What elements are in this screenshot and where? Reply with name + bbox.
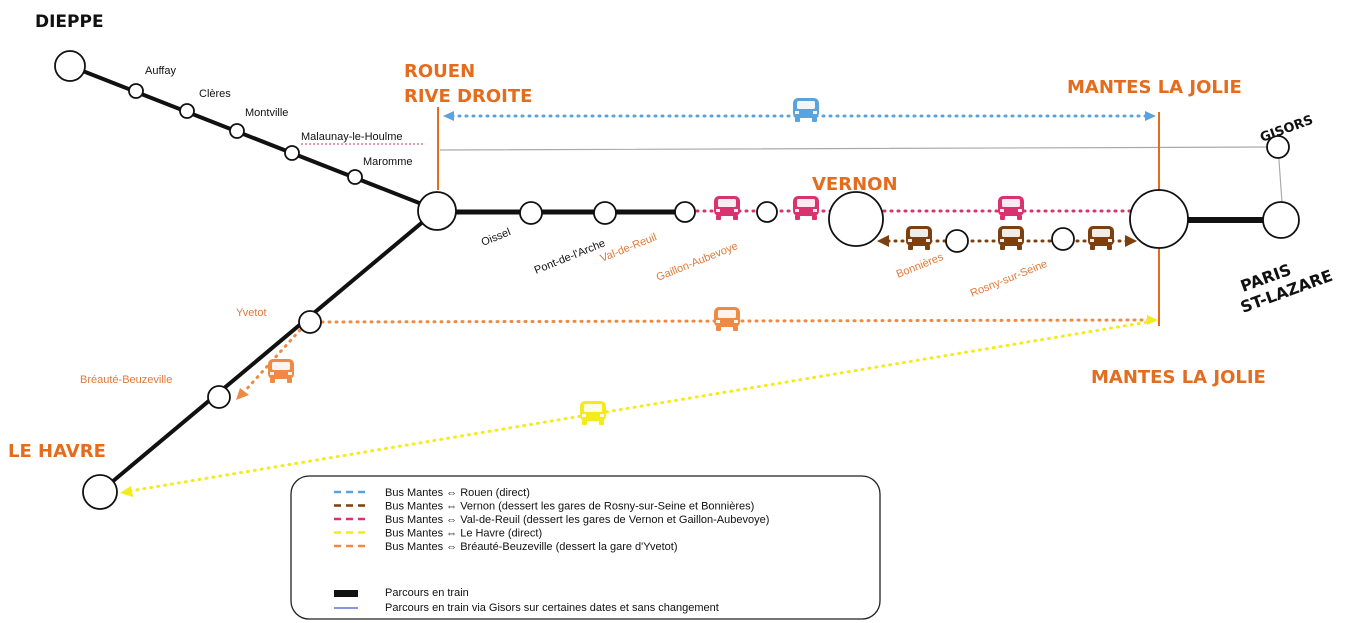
station-malaunay bbox=[284, 145, 300, 161]
label-vernon: VERNON bbox=[812, 174, 898, 195]
legend-item-label: Bus Mantes ⇔ Bréauté-Beuzeville (dessert… bbox=[385, 541, 678, 553]
bus-icon bbox=[268, 359, 294, 383]
legend-swatches bbox=[334, 490, 370, 548]
label-maromme: Maromme bbox=[363, 156, 413, 168]
station-maromme bbox=[347, 169, 363, 185]
station-mantes bbox=[1129, 189, 1189, 249]
station-val-de-reuil bbox=[674, 201, 696, 223]
label-gaillon: Gaillon-Aubevoye bbox=[655, 240, 740, 284]
legend-gisors-label: Parcours en train via Gisors sur certain… bbox=[385, 602, 719, 614]
station-rouen bbox=[417, 191, 457, 231]
label-rosny: Rosny-sur-Seine bbox=[969, 258, 1049, 300]
bus-routes bbox=[120, 111, 1158, 497]
station-rosny bbox=[1051, 227, 1075, 251]
station-labels: Auffay Clères Montville Malaunay-le-Houl… bbox=[80, 65, 1049, 386]
train-lines bbox=[68, 64, 1283, 494]
bus-icon bbox=[906, 226, 932, 250]
station-gaillon bbox=[756, 201, 778, 223]
station-montville bbox=[229, 123, 245, 139]
label-rouen-2: RIVE DROITE bbox=[404, 86, 532, 107]
station-gisors bbox=[1266, 135, 1290, 159]
rail-rouen-lehavre bbox=[98, 208, 439, 494]
label-bonnieres: Bonnières bbox=[895, 251, 946, 281]
legend-item-label: Bus Mantes ⇔ Val-de-Reuil (dessert les g… bbox=[385, 514, 769, 526]
station-breaute bbox=[207, 385, 231, 409]
label-montville: Montville bbox=[245, 107, 288, 119]
label-malaunay: Malaunay-le-Houlme bbox=[301, 131, 403, 143]
label-auffay: Auffay bbox=[145, 65, 176, 77]
legend: Bus Mantes ⇔ Rouen (direct) Bus Mantes ⇔ … bbox=[290, 475, 881, 620]
label-le-havre: LE HAVRE bbox=[8, 441, 106, 462]
station-dieppe bbox=[54, 50, 86, 82]
station-pont-de-larche bbox=[593, 201, 617, 225]
bus-icon bbox=[714, 307, 740, 331]
label-breaute: Bréauté-Beuzeville bbox=[80, 374, 172, 386]
label-oissel: Oissel bbox=[480, 226, 513, 249]
bus-icon bbox=[1088, 226, 1114, 250]
station-oissel bbox=[519, 201, 543, 225]
legend-labels: Bus Mantes ⇔ Rouen (direct) Bus Mantes ⇔ … bbox=[385, 487, 769, 553]
label-dieppe: DIEPPE bbox=[35, 12, 104, 32]
station-auffay bbox=[128, 83, 144, 99]
label-yvetot: Yvetot bbox=[236, 307, 267, 319]
legend-train-label: Parcours en train bbox=[385, 587, 469, 599]
bus-icon bbox=[580, 401, 606, 425]
legend-item-label: Bus Mantes ⇔ Rouen (direct) bbox=[385, 487, 530, 499]
city-labels: DIEPPE ROUEN RIVE DROITE MANTES LA JOLIE… bbox=[8, 12, 1335, 462]
bus-icon bbox=[793, 98, 819, 122]
station-yvetot bbox=[298, 310, 322, 334]
station-paris bbox=[1262, 201, 1300, 239]
station-bonnieres bbox=[945, 229, 969, 253]
label-mantes-bottom: MANTES LA JOLIE bbox=[1091, 367, 1266, 388]
legend-item-label: Bus Mantes ⇔ Vernon (dessert les gares d… bbox=[385, 501, 754, 513]
label-pont-de-larche: Pont-de-l'Arche bbox=[533, 237, 607, 276]
stations bbox=[54, 50, 1300, 510]
label-cleres: Clères bbox=[199, 88, 231, 100]
bus-icon bbox=[998, 196, 1024, 220]
label-val-de-reuil: Val-de-Reuil bbox=[599, 231, 659, 264]
station-vernon bbox=[828, 191, 884, 247]
bus-icon bbox=[714, 196, 740, 220]
bus-icon bbox=[793, 196, 819, 220]
label-mantes-top: MANTES LA JOLIE bbox=[1067, 77, 1242, 98]
station-le-havre bbox=[82, 474, 118, 510]
bus-icon bbox=[998, 226, 1024, 250]
station-cleres bbox=[179, 103, 195, 119]
legend-item-label: Bus Mantes ⇔ Le Havre (direct) bbox=[385, 528, 542, 540]
label-rouen-1: ROUEN bbox=[404, 61, 475, 82]
